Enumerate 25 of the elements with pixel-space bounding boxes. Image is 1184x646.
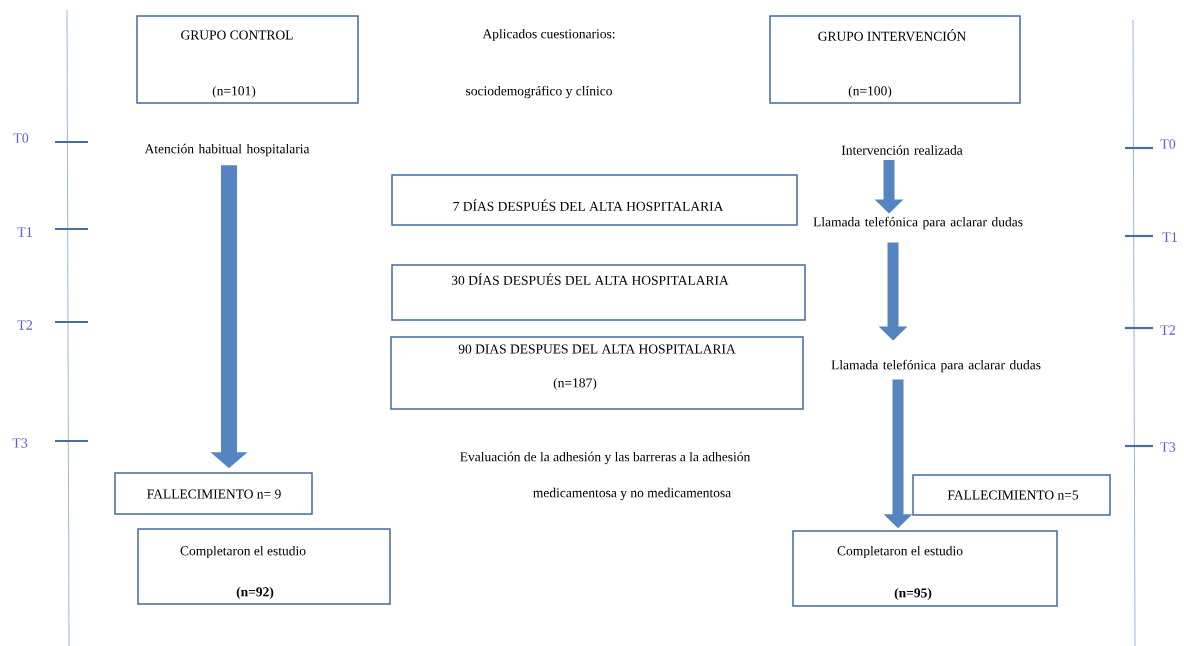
note-text: Aplicados cuestionarios: (482, 28, 615, 42)
process-box: 7 DÍAS DESPUÉS DEL ALTA HOSPITALARIA (391, 174, 798, 226)
process-box: Completaron el estudio (n=95) (792, 530, 1058, 607)
time-label: T2 (17, 320, 32, 330)
process-box: GRUPO CONTROL (n=101) (136, 15, 359, 104)
step-text: Atención habitual hospitalaria (144, 143, 310, 157)
note-text: medicamentosa y no medicamentosa (533, 487, 731, 501)
time-label: T2 (1160, 325, 1175, 335)
time-label: T3 (1160, 442, 1176, 452)
step-text: Llamada telefónica para aclarar dudas (831, 359, 1041, 373)
process-box: Completaron el estudio (n=92) (137, 528, 391, 605)
time-label: T3 (12, 438, 28, 448)
process-box: GRUPO INTERVENCIÓN (n=100) (769, 15, 1021, 104)
step-text: Intervención realizada (841, 145, 963, 155)
time-label: T0 (1160, 139, 1176, 149)
process-box: 90 DIAS DESPUES DEL ALTA HOSPITALARIA (n=187) (390, 336, 804, 410)
process-box: FALLECIMIENTO n=5 (912, 474, 1111, 516)
process-box: FALLECIMIENTO n= 9 (114, 472, 313, 515)
time-label: T0 (13, 133, 29, 143)
note-text: sociodemográfico y clínico (466, 85, 612, 99)
process-box: 30 DÍAS DESPUÉS DEL ALTA HOSPITALARIA (391, 264, 806, 321)
note-text: Evaluación de la adhesión y las barreras a la adhesión (460, 451, 751, 465)
time-label: T1 (1162, 232, 1177, 242)
step-text: Llamada telefónica para aclarar dudas (813, 216, 1023, 230)
time-label: T1 (17, 227, 32, 237)
